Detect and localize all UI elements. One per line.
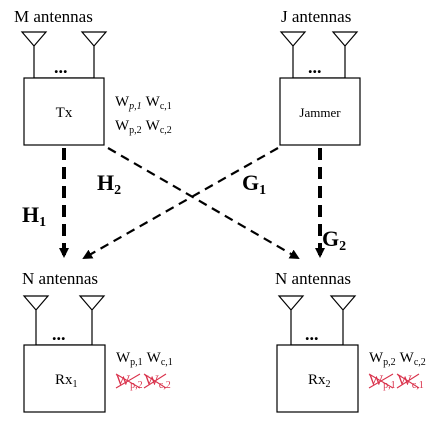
- rx1-strikethrough-mark: [115, 373, 167, 389]
- rx1-antenna-right-icon: [78, 295, 106, 345]
- rx2-antenna-left-icon: [277, 295, 305, 345]
- jammer-antenna-left-icon: [279, 31, 307, 78]
- channel-h2-arrow: [107, 147, 300, 260]
- rx1-box: [23, 344, 106, 413]
- rx2-antenna-label: N antennas: [275, 269, 351, 288]
- channel-g1-arrow: [82, 147, 279, 259]
- tx-w-p1-sub: p,1: [128, 101, 142, 112]
- tx-box-label: Tx: [56, 105, 73, 121]
- rx2-box-label: Rx2: [308, 372, 331, 390]
- tx-w-p2: W: [115, 118, 130, 134]
- jammer-box: [279, 77, 361, 146]
- channel-g1-label: G1: [242, 170, 266, 198]
- rx2-box: [276, 344, 359, 413]
- tx-w-c2-sub: c,2: [160, 125, 172, 136]
- rx1-antenna-label: N antennas: [22, 269, 98, 288]
- channel-h1-label: H1: [22, 202, 46, 230]
- jammer-antenna-label: J antennas: [281, 7, 351, 26]
- rx1-antenna-ellipsis: ...: [52, 324, 66, 344]
- jammer-box-label: Jammer: [299, 105, 341, 120]
- channel-g2-label: G2: [322, 226, 346, 254]
- rx1-box-label: Rx1: [55, 372, 78, 390]
- jammer-antenna-ellipsis: ...: [308, 57, 322, 77]
- jammer-antenna-right-icon: [331, 31, 359, 78]
- rx2-strikethrough-mark: [368, 373, 420, 389]
- tx-box: [23, 77, 105, 146]
- tx-w-c1-sub: c,1: [160, 101, 172, 112]
- tx-w-c1: W: [146, 94, 161, 110]
- tx-antenna-ellipsis: ...: [54, 57, 68, 77]
- rx2-antenna-right-icon: [329, 295, 357, 345]
- tx-w-p1: W: [115, 94, 130, 110]
- tx-antenna-right-icon: [80, 31, 108, 78]
- rx1-antenna-left-icon: [22, 295, 50, 345]
- jammer-block: J antennas ... Jammer: [279, 7, 361, 146]
- tx-w-c2: W: [146, 118, 161, 134]
- channel-h2-label: H2: [97, 170, 121, 198]
- tx-w-p2-sub: p,2: [129, 125, 142, 136]
- tx-antenna-label: M antennas: [14, 7, 93, 26]
- tx-antenna-left-icon: [20, 31, 48, 78]
- rx2-antenna-ellipsis: ...: [305, 324, 319, 344]
